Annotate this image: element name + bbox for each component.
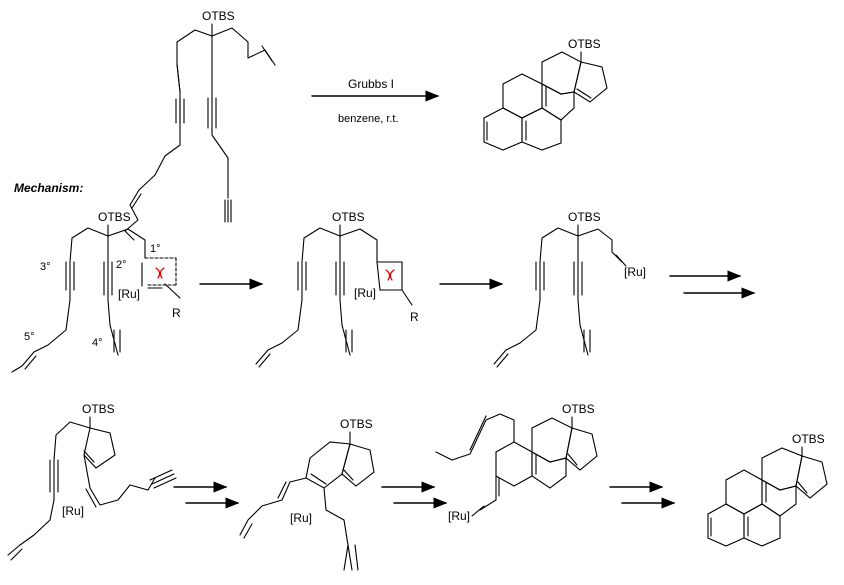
- conditions-label: benzene, r.t.: [338, 113, 399, 125]
- site-label-quinary: 5°: [24, 331, 35, 343]
- ru-label: [Ru]: [62, 504, 84, 518]
- mechanism-structure-2: OTBS [Ru] R: [255, 210, 419, 368]
- ru-label: [Ru]: [290, 511, 312, 525]
- otbs-label: OTBS: [98, 210, 131, 224]
- ru-label: [Ru]: [354, 286, 376, 300]
- product-tetracycle-top: OTBS: [483, 37, 608, 151]
- r-label: R: [410, 310, 419, 324]
- otbs-label: OTBS: [568, 210, 601, 224]
- site-label-tertiary: 3°: [40, 261, 51, 273]
- site-label-secondary: 2°: [116, 259, 127, 271]
- otbs-label: OTBS: [332, 210, 365, 224]
- mechanism-heading: Mechanism:: [14, 181, 83, 195]
- mechanism-structure-3: OTBS [Ru]: [493, 210, 646, 368]
- otbs-label: OTBS: [202, 9, 235, 23]
- otbs-label: OTBS: [568, 37, 601, 51]
- reagent-label: Grubbs I: [348, 77, 394, 91]
- otbs-label: OTBS: [340, 417, 373, 431]
- mechanism-structure-6: OTBS [Ru]: [435, 402, 598, 523]
- otbs-label: OTBS: [792, 432, 825, 446]
- mechanism-structure-4: OTBS [Ru]: [7, 402, 177, 561]
- mechanism-structure-5: OTBS [Ru]: [239, 417, 375, 571]
- ru-label: [Ru]: [624, 265, 646, 279]
- site-label-primary: 1°: [150, 243, 161, 255]
- ru-label: [Ru]: [118, 287, 140, 301]
- mechanism-structure-1: OTBS [Ru] R 1° 2° 3° 4° 5°: [11, 210, 181, 373]
- otbs-label: OTBS: [82, 402, 115, 416]
- product-tetracycle-final: OTBS: [707, 432, 828, 547]
- r-label: R: [172, 306, 181, 320]
- starting-material-structure: OTBS: [124, 9, 276, 241]
- otbs-label: OTBS: [562, 402, 595, 416]
- site-label-quaternary: 4°: [92, 337, 103, 349]
- ru-label: [Ru]: [448, 509, 470, 523]
